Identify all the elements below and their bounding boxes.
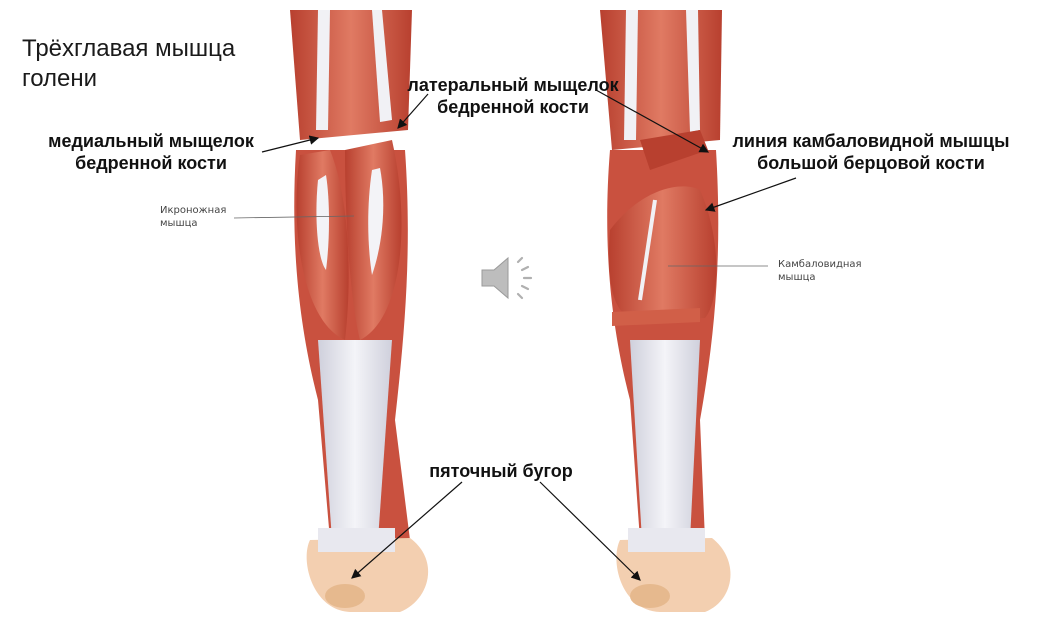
arrow-calcaneal-right [540,482,640,580]
label-soleal-line: линия камбаловидной мышцы большой берцов… [706,130,1036,174]
label-lateral-condyle-line2: бедренной кости [388,96,638,118]
speaker-icon[interactable] [478,250,550,306]
label-medial-condyle-line1: медиальный мыщелок [26,130,276,152]
label-lateral-condyle-line1: латеральный мыщелок [388,74,638,96]
label-calcaneal-tuber: пяточный бугор [416,460,586,482]
label-lateral-condyle: латеральный мыщелок бедренной кости [388,74,638,118]
label-soleus-line1: Камбаловидная [778,258,862,271]
label-gastrocnemius-line2: мышца [160,217,226,230]
arrow-soleal-line [706,178,796,210]
label-soleus: Камбаловидная мышца [778,258,862,284]
label-soleus-line2: мышца [778,271,862,284]
label-gastrocnemius-line1: Икроножная [160,204,226,217]
label-soleal-line-line2: большой берцовой кости [706,152,1036,174]
label-soleal-line-line1: линия камбаловидной мышцы [706,130,1036,152]
label-gastrocnemius: Икроножная мышца [160,204,226,230]
label-medial-condyle: медиальный мыщелок бедренной кости [26,130,276,174]
label-medial-condyle-line2: бедренной кости [26,152,276,174]
